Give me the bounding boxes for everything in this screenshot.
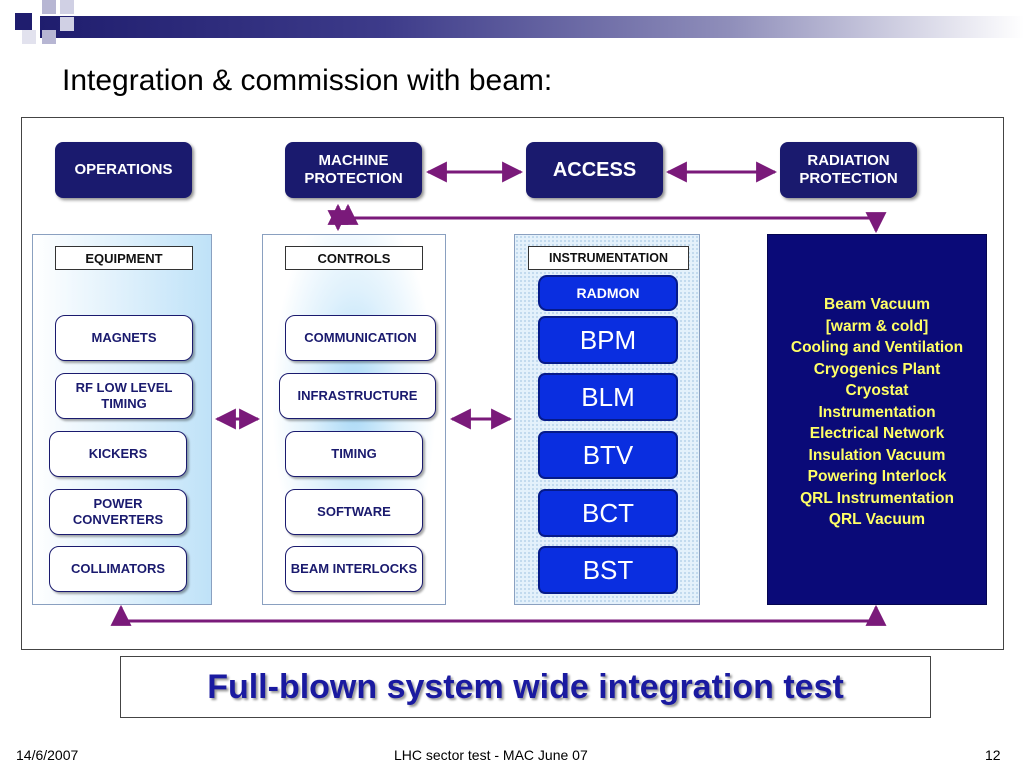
integration-banner: Full-blown system wide integration test — [120, 656, 931, 718]
services-item: Cryostat — [845, 382, 909, 399]
controls-item-timing: TIMING — [285, 431, 423, 477]
instrumentation-item-blm: BLM — [538, 373, 678, 421]
instrumentation-item-bpm: BPM — [538, 316, 678, 364]
services-panel: Beam Vacuum [warm & cold] Cooling and Ve… — [767, 234, 987, 605]
equipment-item-rf-low-level-timing: RF LOW LEVEL TIMING — [55, 373, 193, 419]
footer-center: LHC sector test - MAC June 07 — [394, 747, 588, 763]
controls-item-infrastructure: INFRASTRUCTURE — [279, 373, 436, 419]
services-item: QRL Instrumentation — [800, 489, 954, 507]
services-item: Beam Vacuum — [824, 296, 930, 313]
instrumentation-radmon: RADMON — [538, 275, 678, 311]
services-item: QRL Vacuum — [828, 511, 926, 528]
services-item: Instrumentation — [818, 403, 936, 421]
controls-item-beam-interlocks: BEAM INTERLOCKS — [285, 546, 423, 592]
instrumentation-item-bct: BCT — [538, 489, 678, 537]
page-title: Integration & commission with beam: — [62, 64, 553, 97]
controls-item-software: SOFTWARE — [285, 489, 423, 535]
equipment-item-power-converters: POWER CONVERTERS — [49, 489, 187, 535]
machine-protection-box: MACHINE PROTECTION — [285, 142, 422, 198]
instrumentation-item-bst: BST — [538, 546, 678, 594]
equipment-item-kickers: KICKERS — [49, 431, 187, 477]
services-item: Electrical Network — [809, 425, 945, 442]
services-item: Cryogenics Plant — [813, 360, 941, 378]
services-item: Powering Interlock — [807, 468, 947, 485]
services-item: [warm & cold] — [825, 317, 929, 335]
equipment-item-collimators: COLLIMATORS — [49, 546, 187, 592]
banner-text: Full-blown system wide integration test — [207, 667, 844, 706]
instrumentation-item-btv: BTV — [538, 431, 678, 479]
footer-page-number: 12 — [985, 747, 1001, 763]
header-squares-logo — [0, 0, 80, 60]
header-gradient-bar — [40, 16, 1024, 38]
access-box: ACCESS — [526, 142, 663, 198]
controls-panel — [262, 234, 446, 605]
operations-box: OPERATIONS — [55, 142, 192, 198]
services-item: Insulation Vacuum — [808, 446, 946, 464]
equipment-item-magnets: MAGNETS — [55, 315, 193, 361]
controls-item-communication: COMMUNICATION — [285, 315, 436, 361]
radiation-protection-box: RADIATION PROTECTION — [780, 142, 917, 198]
equipment-panel — [32, 234, 212, 605]
instrumentation-header: INSTRUMENTATION — [528, 246, 689, 270]
controls-header: CONTROLS — [285, 246, 423, 270]
services-item: Cooling and Ventilation — [790, 339, 964, 356]
equipment-header: EQUIPMENT — [55, 246, 193, 270]
footer-date: 14/6/2007 — [16, 747, 79, 763]
